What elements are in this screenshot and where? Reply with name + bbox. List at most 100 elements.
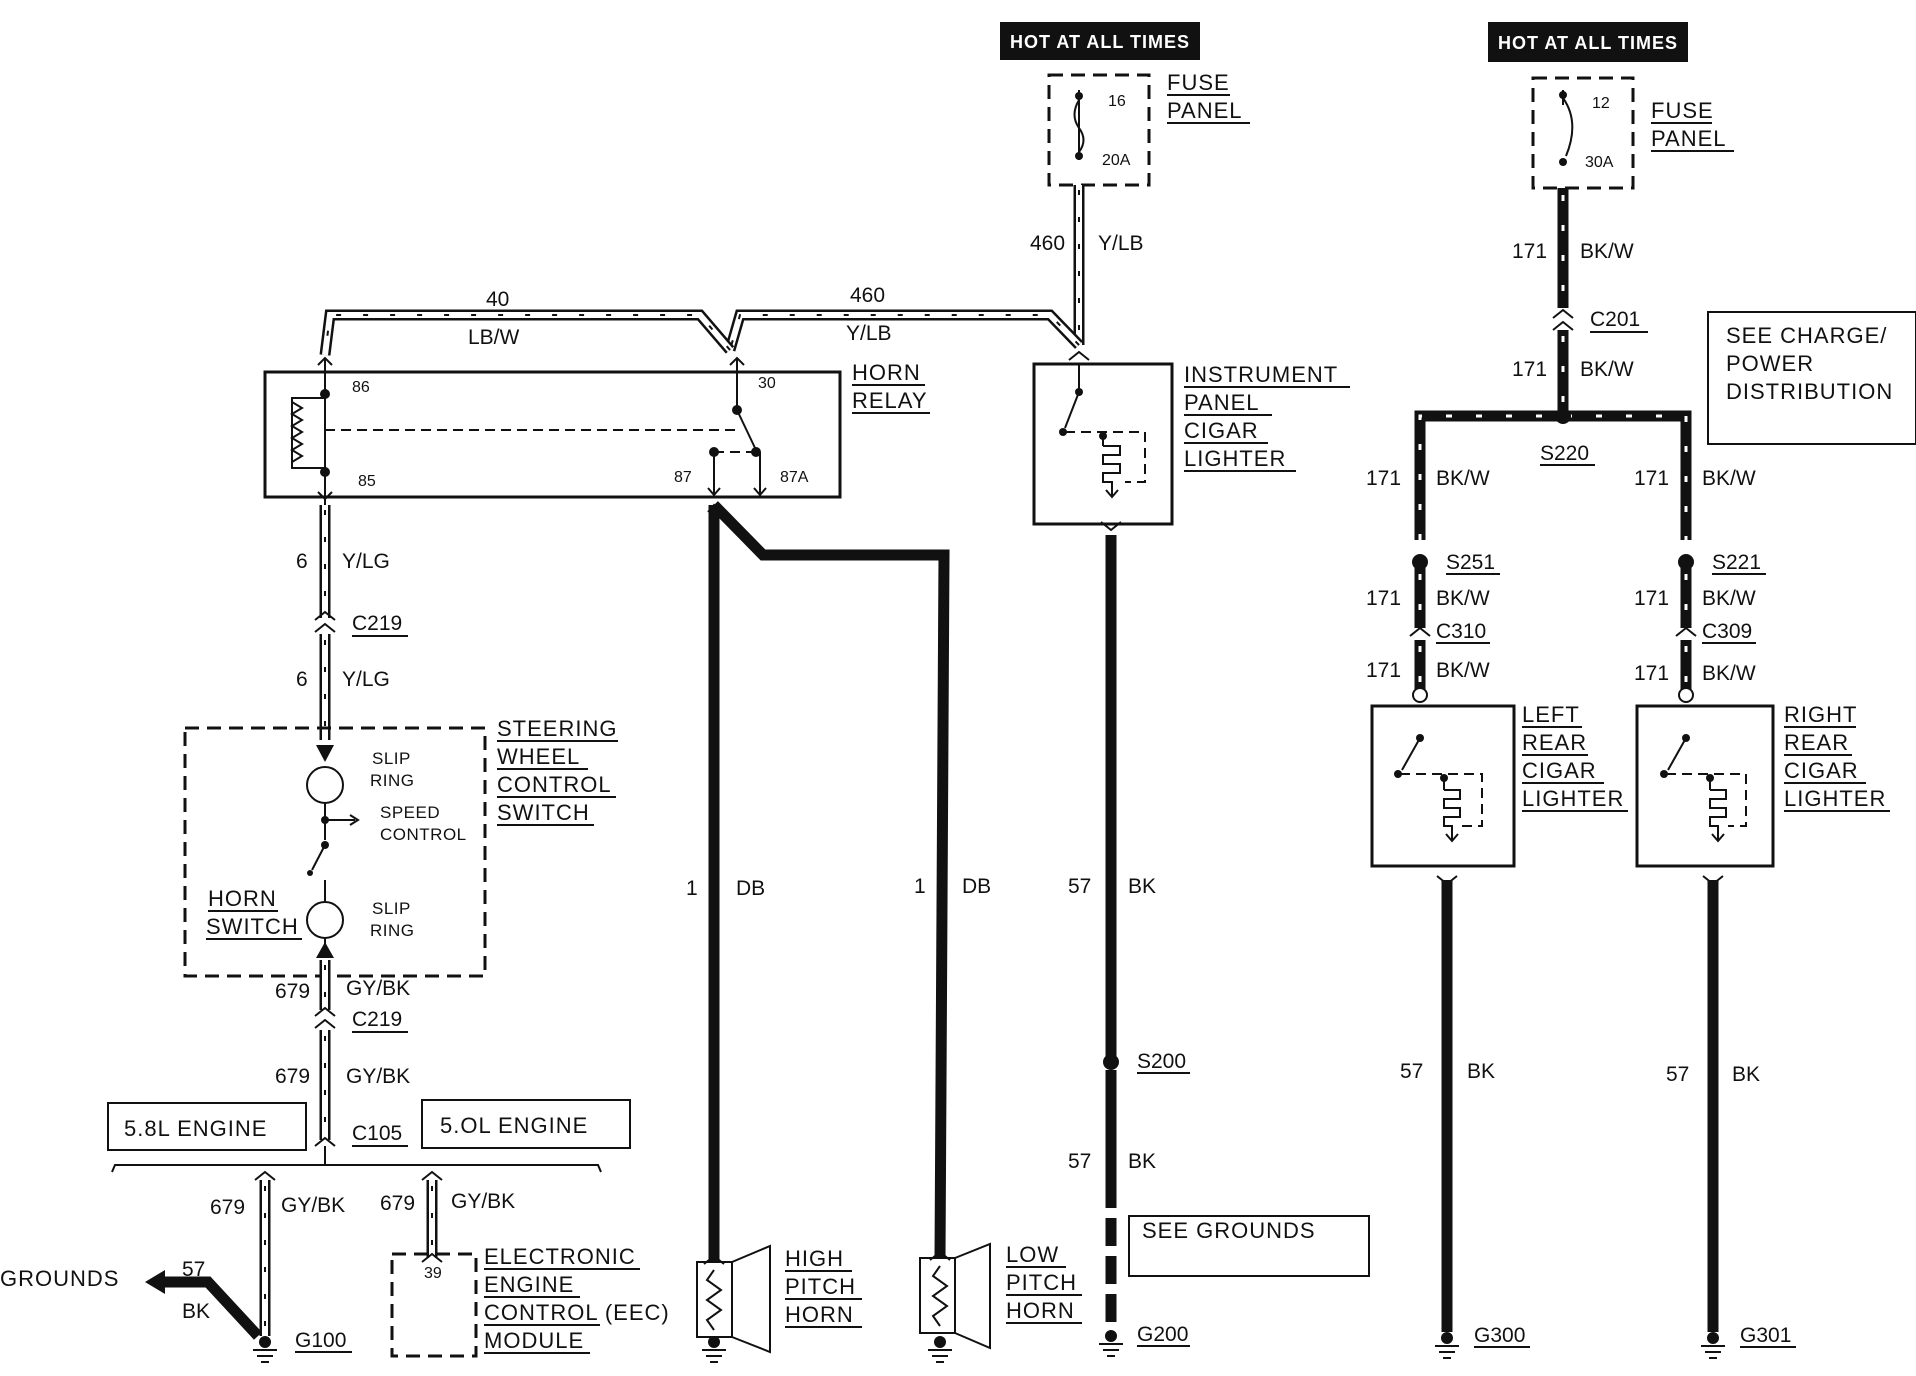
c201-label: C201: [1590, 308, 1640, 331]
wire-57-lr-color: BK: [1467, 1060, 1495, 1083]
hot-at-all-times-right: HOT AT ALL TIMES: [1488, 22, 1688, 62]
wire-460-top-number: 460: [1030, 232, 1065, 255]
ground-g300-symbol: [1435, 1332, 1459, 1359]
wire-6-a-color: Y/LG: [342, 550, 390, 573]
wire-171-l2-color: BK/W: [1436, 587, 1490, 610]
fuse-panel-left-label2: PANEL: [1167, 98, 1243, 123]
engine-option-bracket: [111, 1164, 602, 1173]
engine-5-0l-box: 5.OL ENGINE: [421, 1099, 631, 1149]
c310-label: C310: [1436, 620, 1486, 643]
fuse-12: 12 30A: [1531, 76, 1635, 190]
horn-relay: 86 85 30 87 87A: [263, 356, 842, 505]
wire-171-l1-color: BK/W: [1436, 467, 1490, 490]
horn-relay-label2: RELAY: [852, 388, 928, 413]
eec-label2: ENGINE: [484, 1272, 574, 1297]
speed-control-line2: CONTROL: [380, 825, 467, 844]
wire-171-r2-color: BK/W: [1702, 587, 1756, 610]
wire-171-l3-color: BK/W: [1436, 659, 1490, 682]
wire-460-mid: [724, 309, 1083, 352]
c105-label: C105: [352, 1122, 402, 1145]
wire-171-l1-number: 171: [1366, 467, 1401, 490]
hot-label-right: HOT AT ALL TIMES: [1498, 33, 1678, 53]
eec-module: 39: [390, 1252, 478, 1358]
grounds-reference-label: GROUNDS: [0, 1266, 119, 1291]
high-pitch-horn-label2: PITCH: [785, 1274, 856, 1299]
right-rear-cigar-lighter: [1635, 704, 1775, 886]
left-rear-label4: LIGHTER: [1522, 786, 1624, 811]
fuse-16-amps: 20A: [1102, 152, 1131, 169]
wire-6-b-color: Y/LG: [342, 668, 390, 691]
engine-5-8l-box: 5.8L ENGINE: [107, 1102, 307, 1151]
wire-57-rr-color: BK: [1732, 1063, 1760, 1086]
fuse-panel-right-label1: FUSE: [1651, 98, 1714, 123]
wire-679-c-color: GY/BK: [281, 1194, 345, 1217]
c219-lower-label: C219: [352, 1008, 402, 1031]
g200-label: G200: [1137, 1323, 1188, 1346]
wire-57-g100: [145, 1270, 263, 1340]
s221-label: S221: [1712, 551, 1761, 574]
wire-40-number: 40: [486, 288, 509, 311]
wire-171-a-color: BK/W: [1580, 240, 1634, 263]
wire-460-mid-color: Y/LB: [846, 322, 892, 345]
ip-lighter-label1: INSTRUMENT: [1184, 362, 1338, 387]
connector-c201: [1552, 308, 1574, 331]
ground-g301-symbol: [1701, 1332, 1725, 1359]
fuse-16: 16 20A: [1047, 73, 1151, 187]
wire-171-r1-number: 171: [1634, 467, 1669, 490]
wire-679-eec: [421, 1170, 443, 1258]
wire-6-a-number: 6: [296, 550, 308, 573]
see-charge-line1: SEE CHARGE/: [1726, 323, 1887, 348]
ip-lighter-label4: LIGHTER: [1184, 446, 1286, 471]
wire-679-b-number: 679: [275, 1065, 310, 1088]
hot-at-all-times-left: HOT AT ALL TIMES: [1000, 22, 1200, 60]
see-charge-line2: POWER: [1726, 351, 1814, 376]
steering-label2: WHEEL: [497, 744, 580, 769]
fuse-16-number: 16: [1108, 93, 1126, 110]
right-rear-label1: RIGHT: [1784, 702, 1857, 727]
wire-57-ip-b-number: 57: [1068, 1150, 1091, 1173]
wire-171-l3-number: 171: [1366, 659, 1401, 682]
high-pitch-horn-icon: [696, 1244, 771, 1363]
left-rear-label1: LEFT: [1522, 702, 1580, 727]
wire-57-g100-color: BK: [182, 1300, 210, 1323]
engine-5-0l-label: 5.OL ENGINE: [440, 1113, 588, 1138]
high-pitch-horn-label3: HORN: [785, 1302, 854, 1327]
see-charge-line3: DISTRIBUTION: [1726, 379, 1893, 404]
instrument-panel-cigar-lighter: [1032, 350, 1174, 532]
wire-1-lo-color: DB: [962, 875, 991, 898]
wire-679-g100: [254, 1170, 276, 1336]
hot-label-left: HOT AT ALL TIMES: [1010, 32, 1190, 52]
wire-171-l2-number: 171: [1366, 587, 1401, 610]
ip-lighter-label2: PANEL: [1184, 390, 1260, 415]
wire-171-r3-number: 171: [1634, 662, 1669, 685]
horn-switch-line2: SWITCH: [206, 914, 299, 939]
wire-171-r3-color: BK/W: [1702, 662, 1756, 685]
steering-label1: STEERING: [497, 716, 617, 741]
engine-5-8l-label: 5.8L ENGINE: [124, 1116, 267, 1141]
splice-s221-dot: [1678, 554, 1694, 570]
wire-679-d-color: GY/BK: [451, 1190, 515, 1213]
wire-171-r1-color: BK/W: [1702, 467, 1756, 490]
g301-label: G301: [1740, 1324, 1791, 1347]
eec-label4: MODULE: [484, 1328, 584, 1353]
slip-ring-1-line1: SLIP: [372, 749, 411, 768]
eec-pin-39: 39: [424, 1265, 442, 1282]
fuse-panel-left-label1: FUSE: [1167, 70, 1230, 95]
wire-171-a-number: 171: [1512, 240, 1547, 263]
speed-control-line1: SPEED: [380, 803, 440, 822]
right-rear-label3: CIGAR: [1784, 758, 1859, 783]
right-rear-label2: REAR: [1784, 730, 1849, 755]
splice-s200-dot: [1103, 1054, 1119, 1070]
c219-upper-label: C219: [352, 612, 402, 635]
s220-label: S220: [1540, 442, 1589, 465]
fuse-12-amps: 30A: [1585, 154, 1614, 171]
relay-pin-85: 85: [358, 473, 376, 490]
eec-label1: ELECTRONIC: [484, 1244, 636, 1269]
right-rear-label4: LIGHTER: [1784, 786, 1886, 811]
connector-c309: [1675, 626, 1697, 637]
wire-57-ip-a-number: 57: [1068, 875, 1091, 898]
connector-c310: [1409, 626, 1431, 637]
wire-460-mid-number: 460: [850, 284, 885, 307]
connector-c219-lower: [314, 1006, 336, 1029]
g300-label: G300: [1474, 1324, 1525, 1347]
